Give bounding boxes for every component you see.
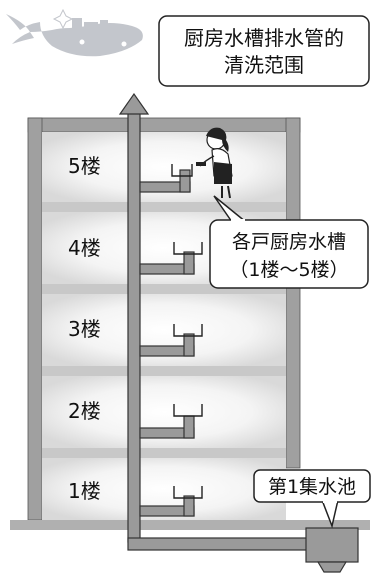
ground [10,520,370,530]
sink-callout: 各戸厨房水槽 （1楼〜5楼） [209,195,369,289]
drain-pipe [118,92,325,551]
sink-1 [173,486,203,499]
tank-callout-label: 第1集水池 [268,476,356,498]
floor-label-2: 2楼 [68,399,101,423]
sink-2 [173,404,203,417]
sinks [171,164,203,499]
sink-callout-line-1: 各戸厨房水槽 [232,231,346,253]
floor-label-1: 1楼 [68,479,101,503]
title-box: 厨房水槽排水管的 清洗范围 [158,15,370,87]
sink-5 [171,164,193,177]
sink-4 [173,242,203,255]
title-line-1: 厨房水槽排水管的 [184,26,344,50]
whale-logo-icon [6,8,143,57]
floor-label-3: 3楼 [68,317,101,341]
up-arrow-icon [118,92,150,115]
floor-label-4: 4楼 [68,236,101,260]
floor-label-5: 5楼 [68,154,101,178]
tank-callout: 第1集水池 [253,469,371,529]
title-line-2: 清洗范围 [224,53,304,77]
sink-callout-line-2: （1楼〜5楼） [229,259,348,281]
collection-tank [305,527,359,573]
person-cleaning-icon [196,127,233,199]
sink-3 [173,324,203,337]
